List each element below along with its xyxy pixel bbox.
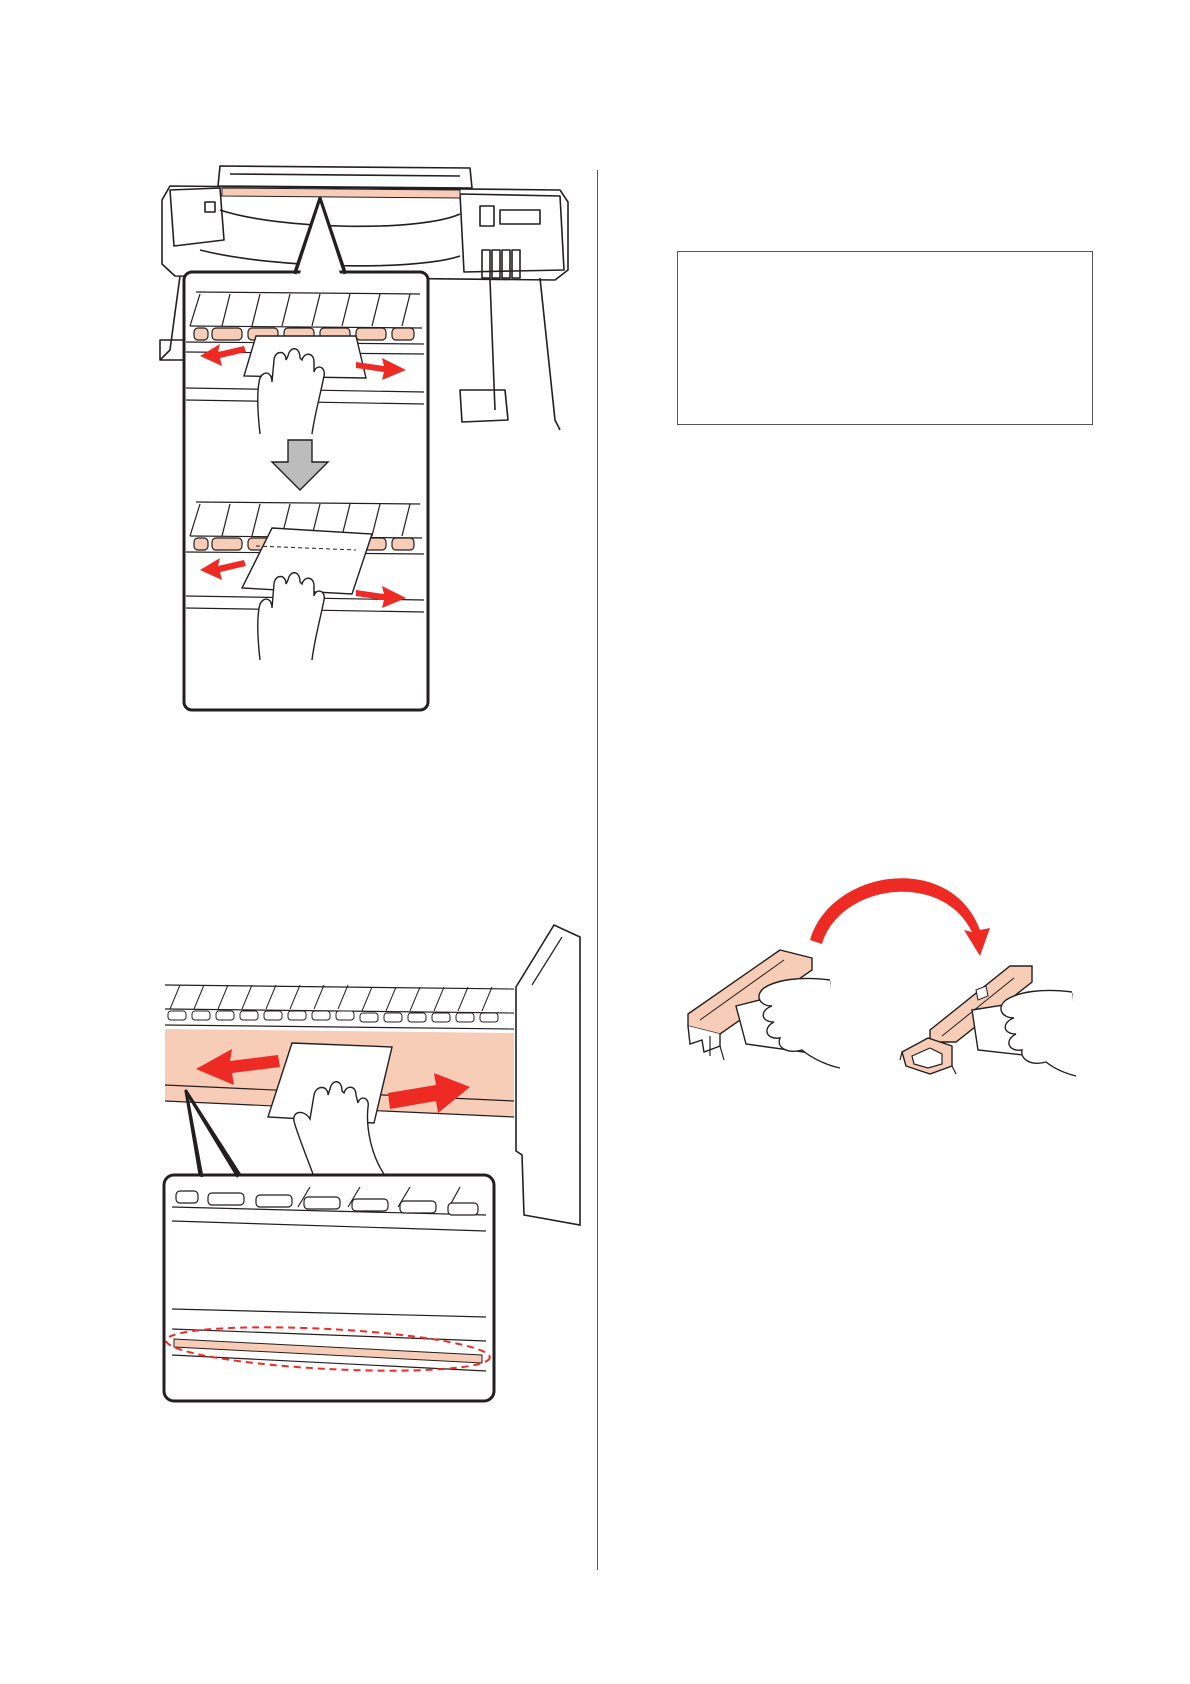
column-divider [597, 170, 598, 1570]
platen-illustration [160, 925, 580, 1425]
right-cleaning-part [900, 966, 1076, 1076]
left-cleaning-part [688, 950, 840, 1068]
note-box [677, 251, 1093, 425]
curved-arrow-icon [810, 878, 990, 956]
figure-platen-rail-wipe [160, 925, 580, 1425]
figure-cleaning-part-flip [680, 860, 1080, 1080]
hand-icon [1001, 990, 1076, 1076]
cleaning-part-illustration [680, 860, 1080, 1080]
figure-printer-platen-wipe [160, 160, 580, 720]
hand-icon [759, 978, 840, 1068]
platen-highlight [222, 188, 460, 198]
printer-illustration [160, 160, 580, 720]
